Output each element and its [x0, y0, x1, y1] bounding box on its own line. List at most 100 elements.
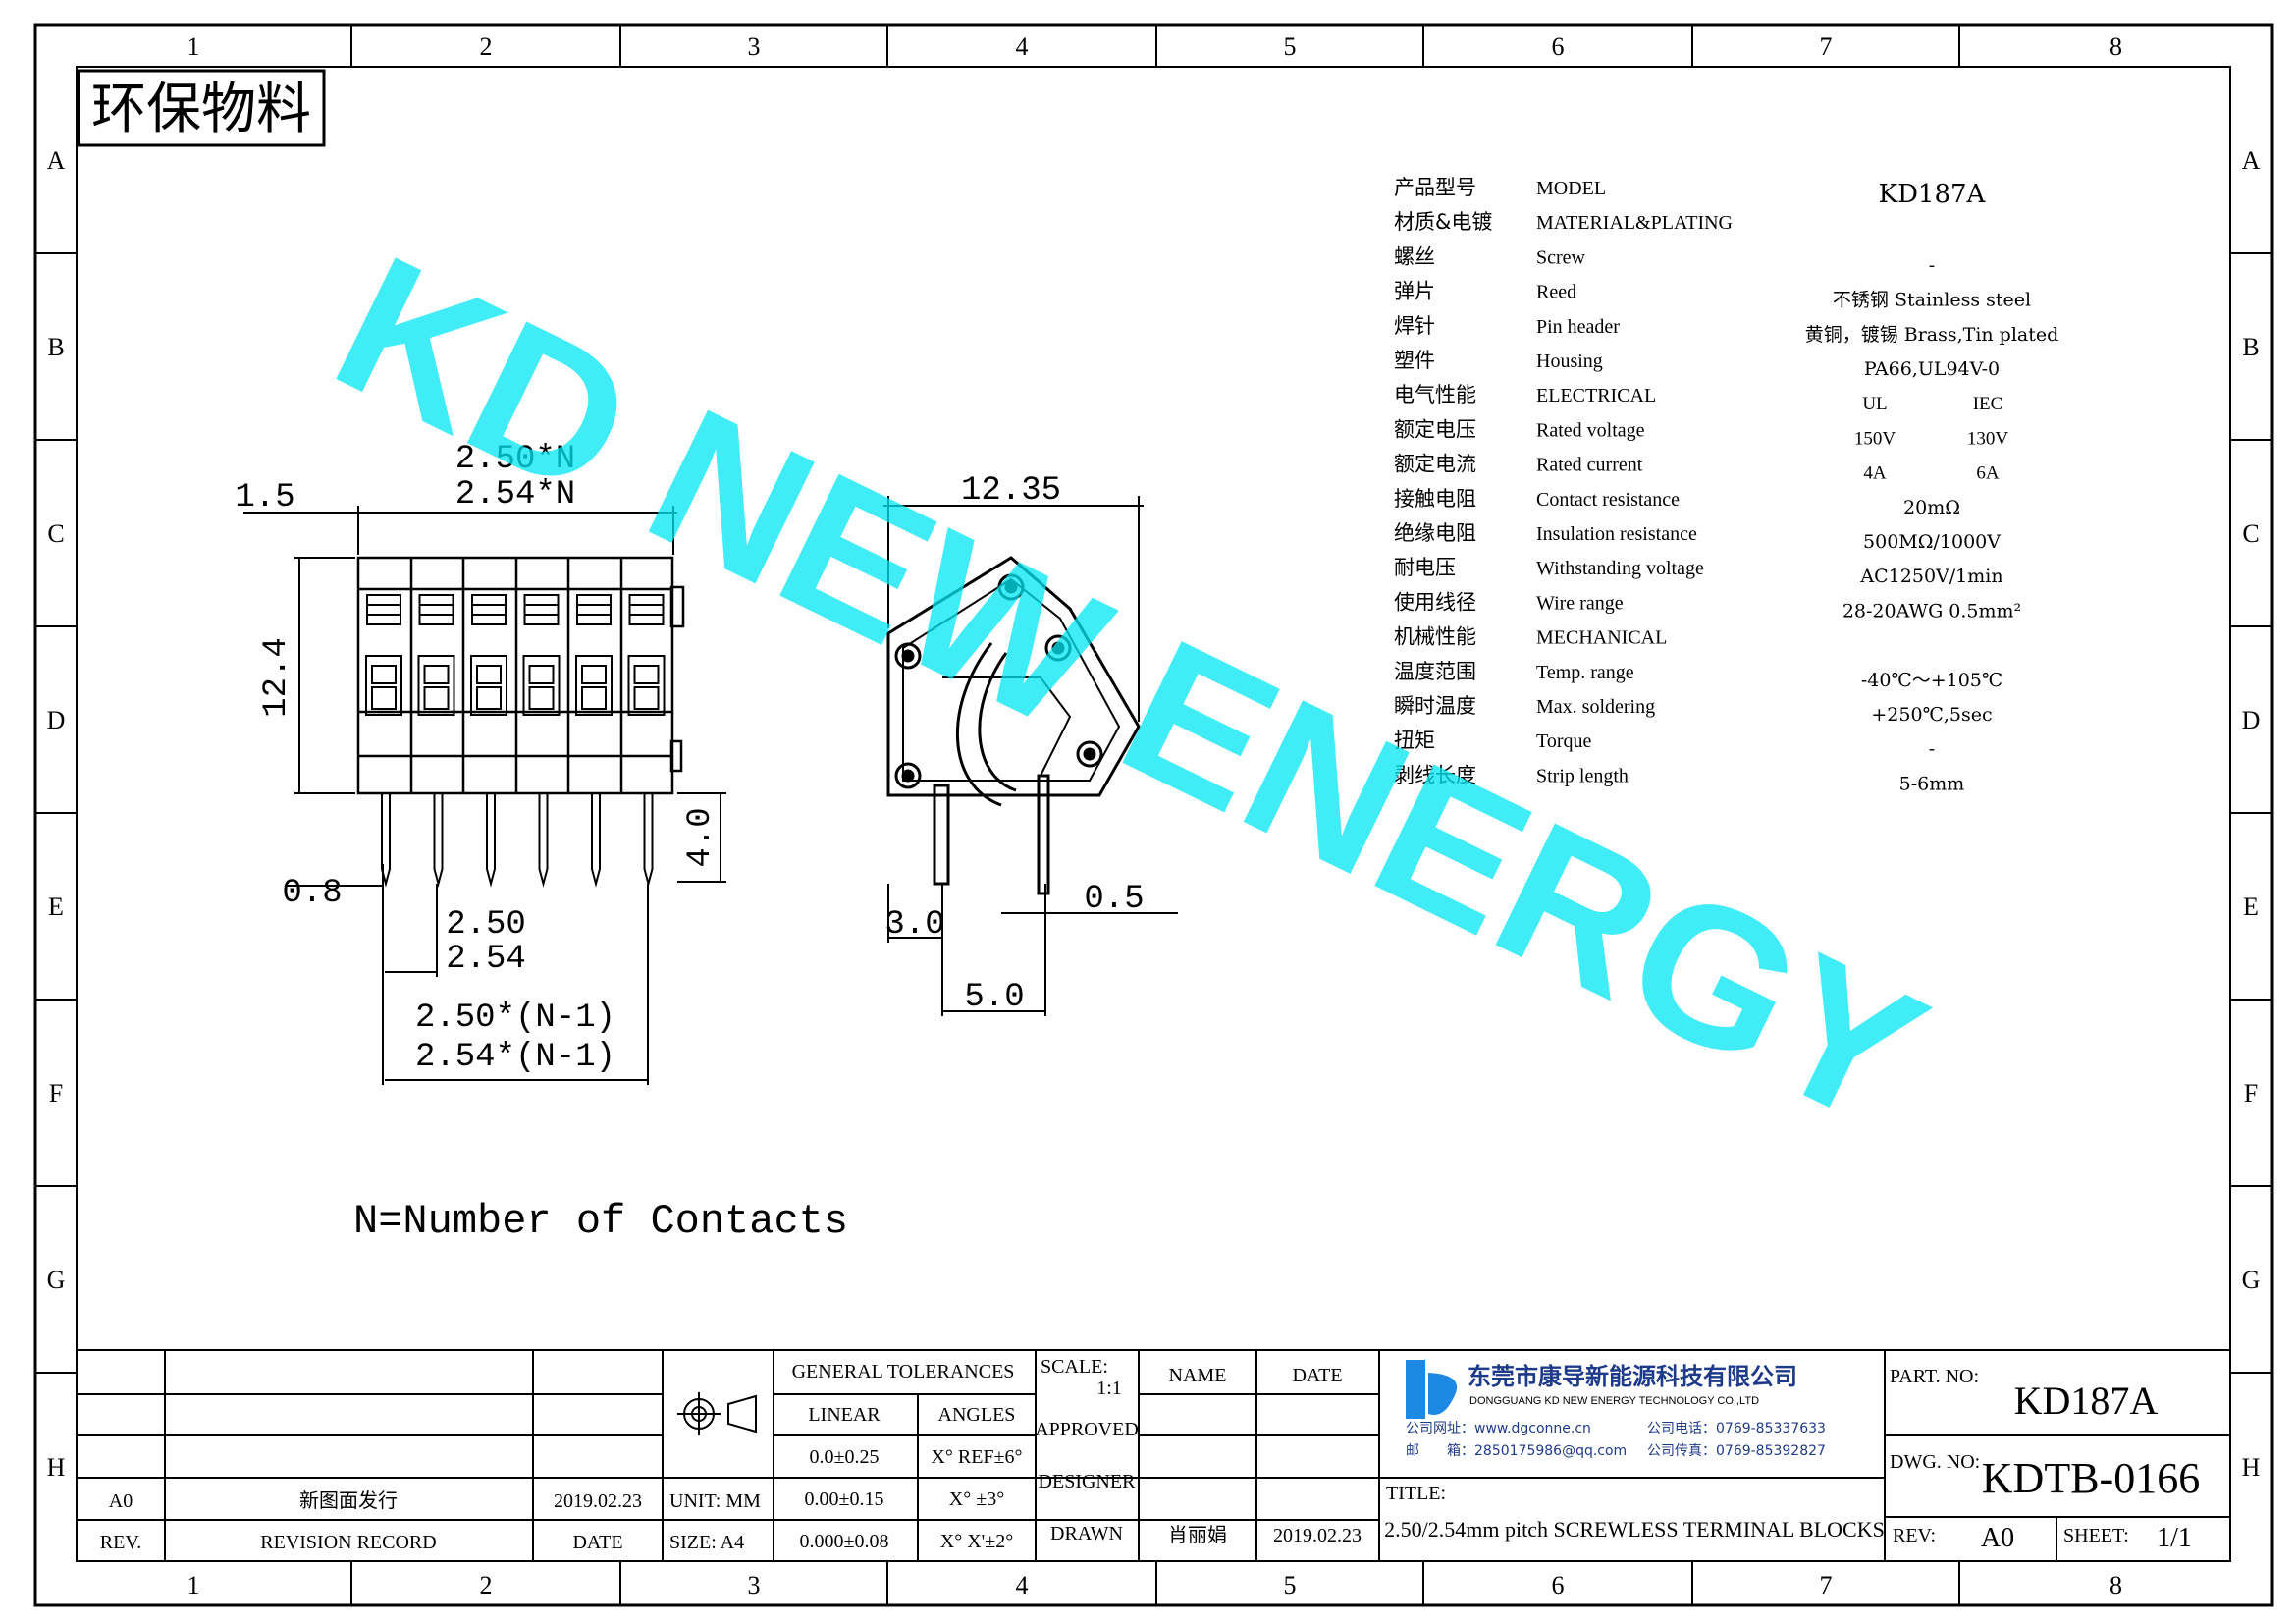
row-label-left: F	[49, 1079, 63, 1108]
column-label-bottom: 2	[480, 1571, 493, 1599]
rev-label: REV:	[1893, 1525, 1936, 1546]
title-block-grid	[77, 1349, 2230, 1561]
revision-record-header: REVISION RECORD	[260, 1532, 436, 1553]
dim-2-54n: 2.54*N	[455, 476, 575, 514]
rev-value: A0	[1981, 1523, 2014, 1553]
dwg-no: KDTB-0166	[1982, 1454, 2200, 1502]
rev-desc: 新图面发行	[299, 1488, 398, 1512]
dim-0-8: 0.8	[282, 875, 342, 912]
spec-value: 不锈钢 Stainless steel	[1833, 290, 2031, 311]
terminal-slot	[365, 594, 402, 716]
spec-cn: 材质&电镀	[1394, 210, 1492, 234]
spec-value-iec: 6A	[1976, 463, 2000, 484]
spec-value: 20mΩ	[1903, 497, 1960, 518]
pin	[591, 793, 601, 888]
spec-en: Contact resistance	[1536, 489, 1680, 511]
front-pins	[381, 793, 654, 888]
approved-label: APPROVED	[1035, 1419, 1139, 1440]
column-label-bottom: 3	[748, 1571, 761, 1599]
spec-en: Wire range	[1536, 592, 1624, 614]
spec-en: Screw	[1536, 246, 1586, 268]
spec-en: MECHANICAL	[1536, 627, 1667, 649]
row-label-left: D	[47, 706, 66, 734]
column-label-top: 5	[1284, 32, 1297, 61]
sheet-label: SHEET:	[2063, 1525, 2129, 1546]
spec-cn: 耐电压	[1394, 556, 1456, 579]
zone-grid	[35, 25, 2272, 1605]
drawn-date: 2019.02.23	[1273, 1525, 1362, 1546]
terminal-slot	[627, 594, 666, 716]
spec-en: MATERIAL&PLATING	[1536, 212, 1733, 234]
row-label-left: H	[47, 1453, 66, 1482]
column-label-bottom: 1	[187, 1571, 200, 1599]
spec-en: Insulation resistance	[1536, 523, 1697, 545]
spec-value-iec: IEC	[1973, 394, 2003, 414]
spec-value: AC1250V/1min	[1859, 566, 2002, 587]
dim-4-0: 4.0	[682, 807, 720, 867]
dim-1-5: 1.5	[235, 479, 294, 516]
rev-date: 2019.02.23	[554, 1490, 642, 1512]
terminal-slot	[470, 594, 507, 716]
dim-3-0: 3.0	[884, 906, 944, 944]
drawn-name: 肖丽娟	[1168, 1523, 1227, 1546]
spec-cn: 接触电阻	[1394, 487, 1476, 511]
row-label-left: C	[47, 519, 64, 548]
column-label-top: 2	[480, 32, 493, 61]
column-label-bottom: 4	[1016, 1571, 1029, 1599]
spec-cn: 额定电流	[1394, 453, 1476, 476]
company-web: 公司网址：www.dgconne.cn	[1406, 1421, 1591, 1436]
spec-row: 绝缘电阻 Insulation resistance 500MΩ/1000V	[1394, 521, 2001, 553]
drawn-label: DRAWN	[1050, 1523, 1123, 1544]
company-fax: 公司传真：0769-85392827	[1647, 1443, 1826, 1459]
spec-en: Rated voltage	[1536, 419, 1645, 441]
date-header-2: DATE	[1292, 1365, 1342, 1386]
spec-value: -40℃～+105℃	[1861, 670, 2002, 691]
angles-header: ANGLES	[938, 1404, 1016, 1426]
spec-value: 500MΩ/1000V	[1863, 531, 2001, 553]
dim-12-35: 12.35	[961, 472, 1061, 510]
spec-en: MODEL	[1536, 178, 1606, 199]
dim-2-50n: 2.50*N	[455, 441, 575, 478]
spec-en: Temp. range	[1536, 662, 1634, 683]
title-label: TITLE:	[1386, 1483, 1446, 1504]
spec-cn: 绝缘电阻	[1394, 521, 1476, 545]
row-label-right: C	[2242, 519, 2259, 548]
row-label-right: D	[2242, 706, 2261, 734]
column-label-bottom: 8	[2109, 1571, 2122, 1599]
spec-cn: 温度范围	[1394, 660, 1476, 683]
spec-value: 28-20AWG 0.5mm²	[1842, 600, 2021, 622]
pin	[433, 793, 444, 888]
unit: UNIT: MM	[669, 1490, 761, 1512]
dim-5-0: 5.0	[964, 979, 1024, 1016]
spec-value: 黄铜，镀锡 Brass,Tin plated	[1805, 324, 2059, 346]
terminal-slot	[417, 594, 455, 716]
projection-symbol-icon	[677, 1392, 757, 1435]
spec-value: KD187A	[1879, 180, 1987, 209]
column-label-top: 6	[1552, 32, 1565, 61]
front-dimensions	[243, 506, 726, 1085]
side-dimensions	[883, 496, 1178, 1016]
dim-0-5: 0.5	[1084, 881, 1144, 918]
spec-cn: 使用线径	[1394, 590, 1476, 614]
designer-label: DESIGNER	[1039, 1471, 1137, 1492]
spec-cn: 塑件	[1394, 349, 1435, 372]
row-label-left: E	[48, 893, 64, 921]
column-label-bottom: 6	[1552, 1571, 1565, 1599]
spec-en: ELECTRICAL	[1536, 385, 1656, 406]
side-view	[886, 556, 1141, 895]
spec-cn: 剥线长度	[1394, 763, 1476, 786]
eco-label-box	[77, 69, 326, 147]
spec-row: 材质&电镀 MATERIAL&PLATING	[1394, 210, 1733, 234]
row-label-left: G	[47, 1266, 66, 1294]
